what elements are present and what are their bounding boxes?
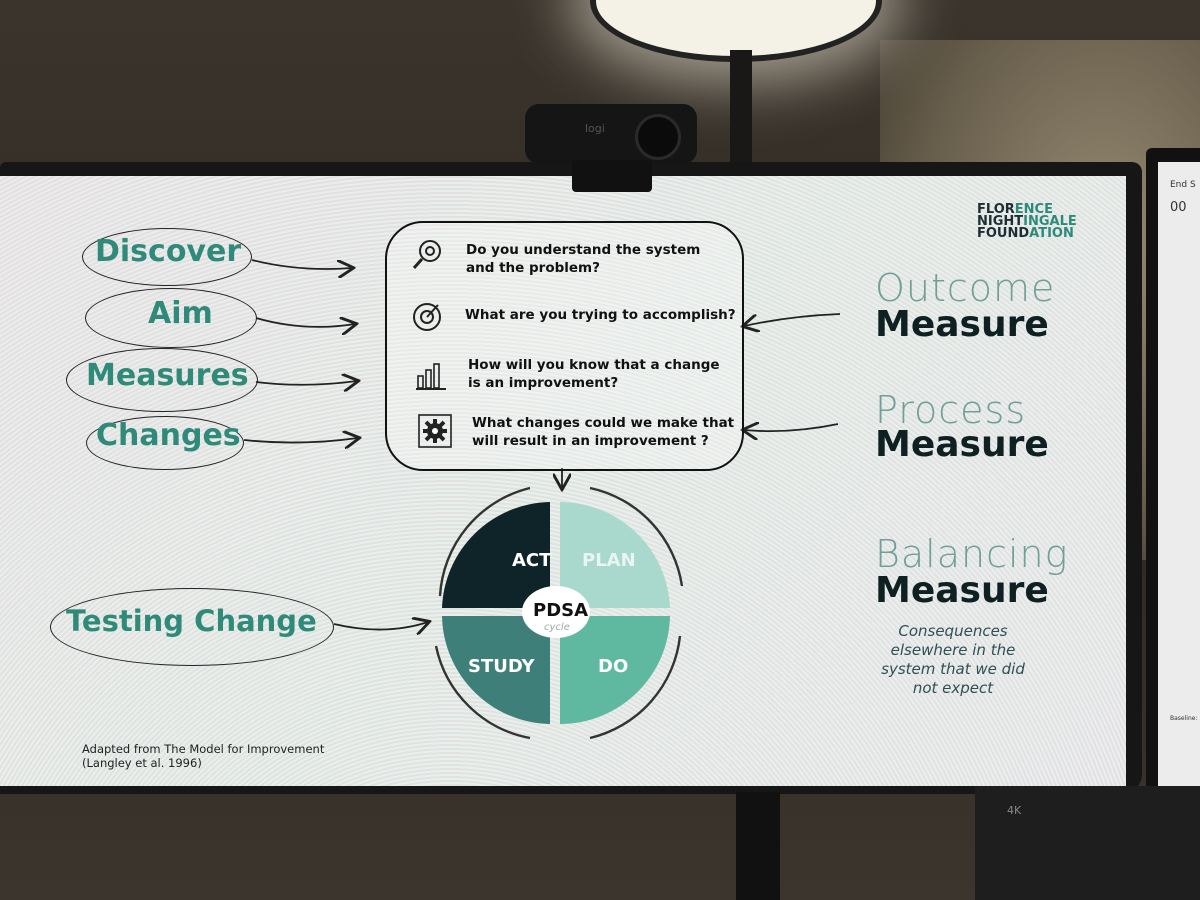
lamp-pole	[730, 50, 752, 170]
question-text: will result in an improvement ?	[472, 433, 709, 449]
arrow-measures	[255, 381, 357, 385]
balancing-note: Consequences elsewhere in the system tha…	[880, 622, 1026, 698]
question-text: What are you trying to accomplish?	[465, 307, 736, 323]
webcam: logi	[525, 104, 697, 164]
pdsa-study-quadrant	[442, 616, 550, 724]
second-monitor-digits: 00	[1170, 200, 1187, 215]
citation-line: Adapted from The Model for Improvement	[82, 742, 325, 756]
process-measure-light: Process	[875, 388, 1027, 432]
changes-oval	[86, 416, 244, 470]
logo-text: FOUND	[977, 226, 1030, 241]
note-line: Consequences	[898, 622, 1008, 640]
question-row	[410, 238, 444, 276]
question-1: Do you understand the system and the pro…	[466, 241, 700, 277]
question-4: What changes could we make that will res…	[472, 414, 734, 450]
pdsa-do-quadrant	[560, 616, 670, 724]
logo-text: ATION	[1029, 226, 1074, 241]
note-line: elsewhere in the	[890, 641, 1016, 659]
arrow-outcome	[744, 313, 841, 326]
arrows-layer	[243, 176, 841, 786]
balancing-measure-bold: Measure	[875, 570, 1049, 611]
phase-discover: Discover	[95, 234, 242, 269]
note-line: system that we did	[881, 660, 1025, 678]
discover-oval	[82, 228, 252, 286]
presentation-slide: FLORENCE NIGHTINGALE FOUNDATION Discover…	[0, 176, 1126, 786]
pdsa-do-label: DO	[598, 656, 628, 677]
arrow-changes	[243, 438, 358, 443]
pdsa-center	[522, 586, 590, 638]
phase-measures: Measures	[86, 358, 249, 393]
logo-text: NIGHT	[977, 214, 1024, 229]
arrow-aim	[255, 318, 355, 327]
outcome-measure-bold: Measure	[875, 304, 1049, 345]
pdsa-center-label: PDSA	[533, 600, 588, 621]
pdsa-act-label: ACT	[512, 550, 552, 571]
second-monitor-screen	[1158, 162, 1200, 790]
logo-text: ENCE	[1014, 202, 1053, 217]
second-monitor-label: End S	[1170, 180, 1196, 190]
cycle-arrow	[434, 645, 531, 740]
citation-line: (Langley et al. 1996)	[82, 756, 202, 770]
process-measure-bold: Measure	[875, 424, 1049, 465]
note-line: not expect	[912, 679, 994, 697]
4k-box: 4K	[975, 786, 1200, 900]
question-row	[418, 414, 452, 452]
logo-text: FLOR	[977, 202, 1015, 217]
question-row	[410, 300, 444, 338]
webcam-mount	[572, 160, 652, 192]
webcam-lens	[635, 114, 681, 160]
citation: Adapted from The Model for Improvement (…	[82, 742, 324, 770]
outcome-measure-light: Outcome	[875, 266, 1056, 310]
pdsa-act-quadrant	[442, 502, 550, 608]
pdsa-study-label: STUDY	[468, 656, 535, 677]
bar-chart-icon	[416, 363, 446, 390]
balancing-measure-light: Balancing	[875, 532, 1069, 576]
cycle-arrow	[589, 635, 682, 740]
pdsa-center-sublabel: cycle	[544, 622, 570, 633]
arrow-testing	[333, 622, 428, 630]
second-monitor-note: Baseline:	[1170, 715, 1198, 722]
question-3: How will you know that a change is an im…	[468, 356, 720, 392]
pdsa-plan-label: PLAN	[582, 550, 636, 571]
phase-aim: Aim	[148, 296, 213, 331]
second-monitor-text: End S 00 Baseline:	[1170, 180, 1197, 722]
phase-testing-change: Testing Change	[66, 604, 317, 638]
pdsa-cycle-diagram: ACT PLAN STUDY DO PDSA cycle	[434, 486, 684, 740]
cycle-arrow	[438, 486, 531, 597]
question-2: What are you trying to accomplish?	[465, 306, 736, 324]
gear-icon	[418, 414, 452, 448]
question-text: and the problem?	[466, 260, 600, 276]
4k-label: 4K	[1007, 804, 1022, 817]
testing-oval	[50, 588, 334, 666]
question-text: What changes could we make that	[472, 415, 735, 431]
target-icon	[413, 303, 441, 331]
foundation-logo: FLORENCE NIGHTINGALE FOUNDATION	[977, 202, 1077, 241]
question-text: is an improvement?	[468, 375, 619, 391]
webcam-brand: logi	[585, 122, 605, 135]
phase-changes: Changes	[96, 418, 241, 453]
cycle-arrow	[589, 486, 684, 587]
measures-oval	[66, 348, 258, 412]
question-text: How will you know that a change	[468, 357, 720, 373]
arrow-discover	[251, 260, 352, 269]
arrow-process	[744, 424, 839, 431]
logo-text: INGALE	[1023, 214, 1077, 229]
monitor-stand	[736, 792, 780, 900]
question-row	[414, 356, 448, 394]
pdsa-plan-quadrant	[560, 501, 670, 608]
question-text: Do you understand the system	[466, 242, 701, 258]
magnifier-gear-icon	[412, 240, 441, 269]
